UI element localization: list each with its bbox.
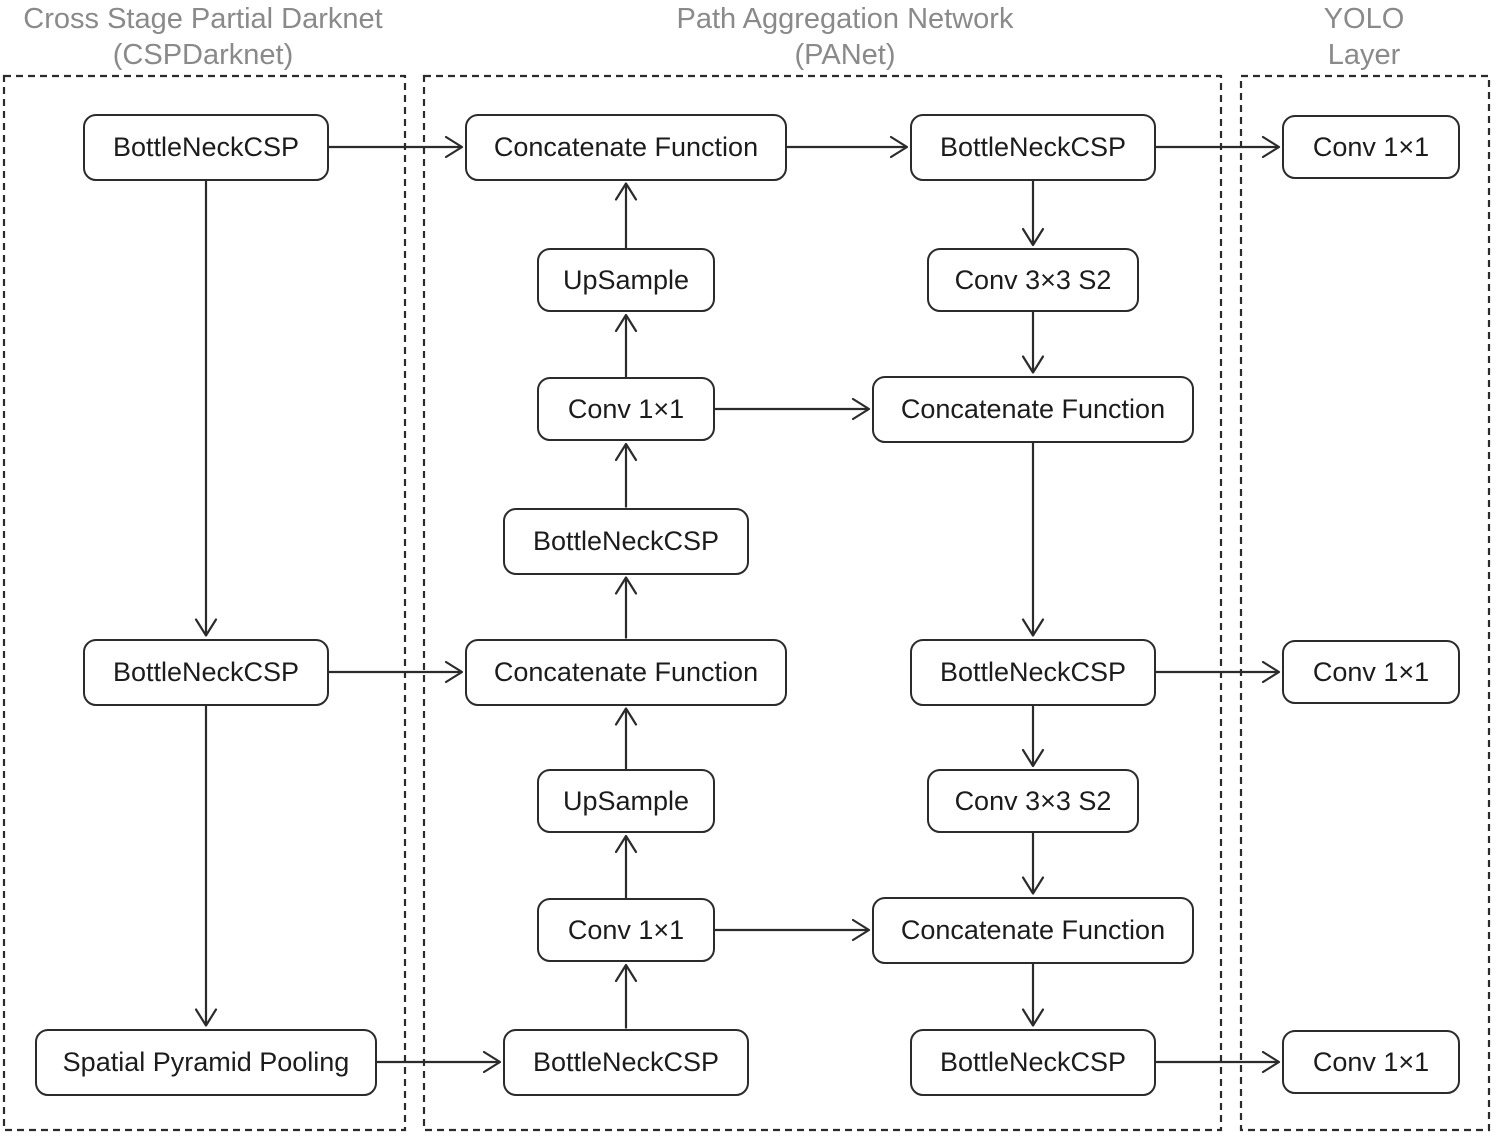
group-cspdarknet-title-line2: (CSPDarknet) (112, 39, 294, 71)
node-pan-conv33-lower: Conv 3×3 S2 (927, 769, 1139, 833)
node-pan-upsample-lower: UpSample (537, 769, 715, 833)
group-yolo-layer-border (1239, 74, 1491, 1132)
node-pan-concat-lower-right-label: Concatenate Function (900, 914, 1166, 945)
group-cspdarknet-title: Cross Stage Partial Darknet (CSPDarknet) (0, 1, 503, 73)
node-yolo-conv-bottom-label: Conv 1×1 (1312, 1046, 1430, 1077)
node-pan-concat-top-label: Concatenate Function (493, 131, 759, 162)
node-pan-conv11-lower: Conv 1×1 (537, 898, 715, 962)
node-pan-upsample-upper: UpSample (537, 248, 715, 312)
node-pan-concat-upper-right: Concatenate Function (872, 375, 1194, 443)
node-pan-upsample-upper-label: UpSample (562, 264, 690, 295)
group-panet-title-line1: Path Aggregation Network (676, 3, 1014, 35)
node-pan-concat-lower-right: Concatenate Function (872, 896, 1194, 964)
group-panet-title: Path Aggregation Network (PANet) (545, 1, 1145, 73)
node-pan-conv11-upper: Conv 1×1 (537, 377, 715, 441)
node-pan-bottleneck-center-label: BottleNeckCSP (532, 525, 720, 556)
node-yolo-conv-top: Conv 1×1 (1282, 115, 1460, 179)
group-panet-title-line2: (PANet) (794, 39, 896, 71)
node-csp-bottleneck-mid-label: BottleNeckCSP (112, 656, 300, 687)
node-pan-concat-top: Concatenate Function (465, 113, 787, 181)
node-pan-bottleneck-midright-label: BottleNeckCSP (939, 656, 1127, 687)
node-pan-bottleneck-topright-label: BottleNeckCSP (939, 131, 1127, 162)
node-pan-conv33-upper: Conv 3×3 S2 (927, 248, 1139, 312)
node-pan-concat-mid-label: Concatenate Function (493, 656, 759, 687)
group-yolo-layer-title-line2: Layer (1327, 39, 1401, 71)
node-csp-bottleneck-top: BottleNeckCSP (83, 113, 329, 181)
node-csp-spp: Spatial Pyramid Pooling (35, 1028, 377, 1096)
node-pan-conv33-upper-label: Conv 3×3 S2 (954, 264, 1112, 295)
node-yolo-conv-mid: Conv 1×1 (1282, 640, 1460, 704)
node-pan-upsample-lower-label: UpSample (562, 785, 690, 816)
node-csp-bottleneck-mid: BottleNeckCSP (83, 638, 329, 706)
group-cspdarknet-title-line1: Cross Stage Partial Darknet (23, 3, 383, 35)
node-yolo-conv-bottom: Conv 1×1 (1282, 1030, 1460, 1094)
node-pan-conv33-lower-label: Conv 3×3 S2 (954, 785, 1112, 816)
node-pan-bottleneck-bottom: BottleNeckCSP (503, 1028, 749, 1096)
node-pan-bottleneck-topright: BottleNeckCSP (910, 113, 1156, 181)
node-pan-bottleneck-bottom-label: BottleNeckCSP (532, 1046, 720, 1077)
node-pan-conv11-lower-label: Conv 1×1 (567, 914, 685, 945)
node-pan-bottleneck-bottomright: BottleNeckCSP (910, 1028, 1156, 1096)
node-pan-bottleneck-center: BottleNeckCSP (503, 507, 749, 575)
node-pan-conv11-upper-label: Conv 1×1 (567, 393, 685, 424)
group-yolo-layer-title-line1: YOLO (1323, 3, 1405, 35)
node-pan-concat-mid: Concatenate Function (465, 638, 787, 706)
group-panet-border (422, 74, 1223, 1132)
node-csp-spp-label: Spatial Pyramid Pooling (62, 1046, 350, 1077)
node-yolo-conv-top-label: Conv 1×1 (1312, 131, 1430, 162)
node-pan-bottleneck-bottomright-label: BottleNeckCSP (939, 1046, 1127, 1077)
node-yolo-conv-mid-label: Conv 1×1 (1312, 656, 1430, 687)
node-pan-bottleneck-midright: BottleNeckCSP (910, 638, 1156, 706)
group-yolo-layer-title: YOLO Layer (1064, 1, 1500, 73)
group-cspdarknet-border (2, 74, 407, 1132)
node-csp-bottleneck-top-label: BottleNeckCSP (112, 131, 300, 162)
node-pan-concat-upper-right-label: Concatenate Function (900, 393, 1166, 424)
